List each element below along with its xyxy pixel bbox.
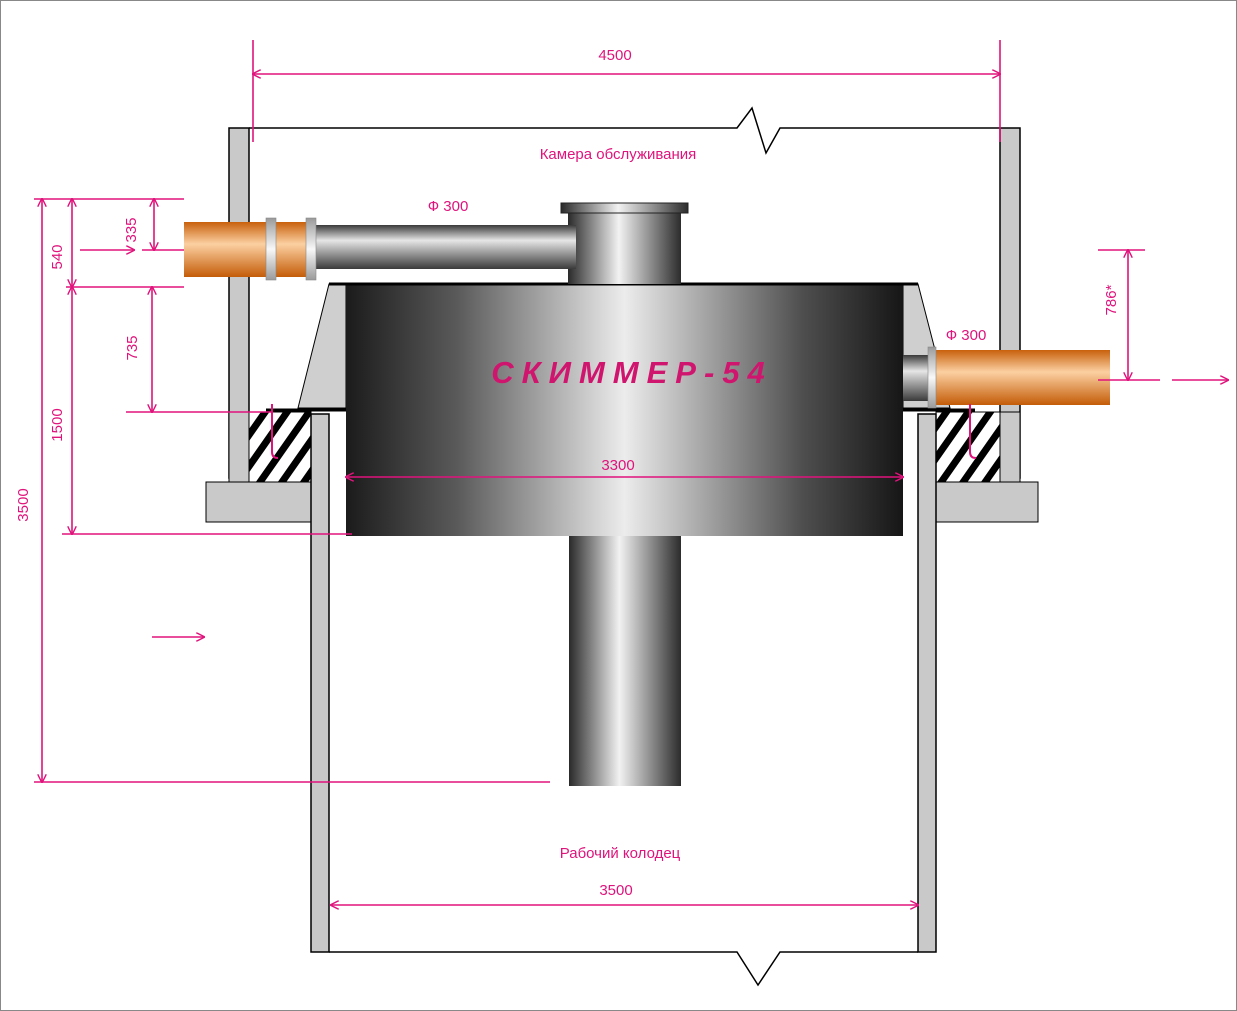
dimension-values: 4500 3300 3500 3500 1500 540 335 735 786… (15, 47, 1120, 899)
riser-flange (560, 202, 689, 214)
dimension-lines (34, 40, 1228, 905)
service-chamber-label: Камера обслуживания (540, 146, 697, 163)
inlet-pipe-label: Ф 300 (428, 198, 469, 215)
inlet-collar-2 (305, 217, 317, 281)
inlet-orange-pipe (184, 222, 310, 277)
dim-735-value: 735 (124, 335, 141, 360)
dim-1500-value: 1500 (49, 408, 66, 441)
right-wall-lower (999, 411, 1021, 483)
outlet-pipe-label: Ф 300 (946, 327, 987, 344)
skimmer-drum (346, 284, 903, 536)
well-bottom-break-line (329, 951, 918, 987)
skimmer-title: СКИММЕР-54 (491, 355, 773, 390)
right-base-slab (935, 481, 1039, 523)
skimmer (184, 202, 1110, 786)
right-anchor-hook (969, 404, 977, 459)
left-seal-hatch (248, 411, 312, 483)
well-right-wall (917, 413, 937, 953)
dim-786-value: 786* (1103, 284, 1120, 315)
dim-4500-value: 4500 (598, 47, 631, 64)
right-seal-hatch (935, 411, 1001, 483)
dim-3500w-value: 3500 (599, 882, 632, 899)
work-well-label: Рабочий колодец (560, 845, 681, 862)
work-well (310, 413, 937, 987)
well-left-wall (310, 413, 330, 953)
chamber-top-break-line (249, 106, 1000, 155)
inlet-collar-1 (265, 217, 277, 281)
outlet-collar (927, 346, 937, 409)
inlet-steel-pipe (312, 225, 576, 269)
dim-540-value: 540 (49, 244, 66, 269)
left-anchor-hook (271, 404, 279, 459)
left-wall-lower (228, 411, 250, 483)
dim-335-value: 335 (123, 217, 140, 242)
dim-3300-value: 3300 (601, 457, 634, 474)
left-support-cone (297, 283, 347, 409)
left-base-slab (205, 481, 315, 523)
dim-3500h-value: 3500 (15, 488, 32, 521)
lower-shaft (569, 520, 681, 786)
upper-riser (568, 210, 681, 284)
outlet-orange-pipe (934, 350, 1110, 405)
